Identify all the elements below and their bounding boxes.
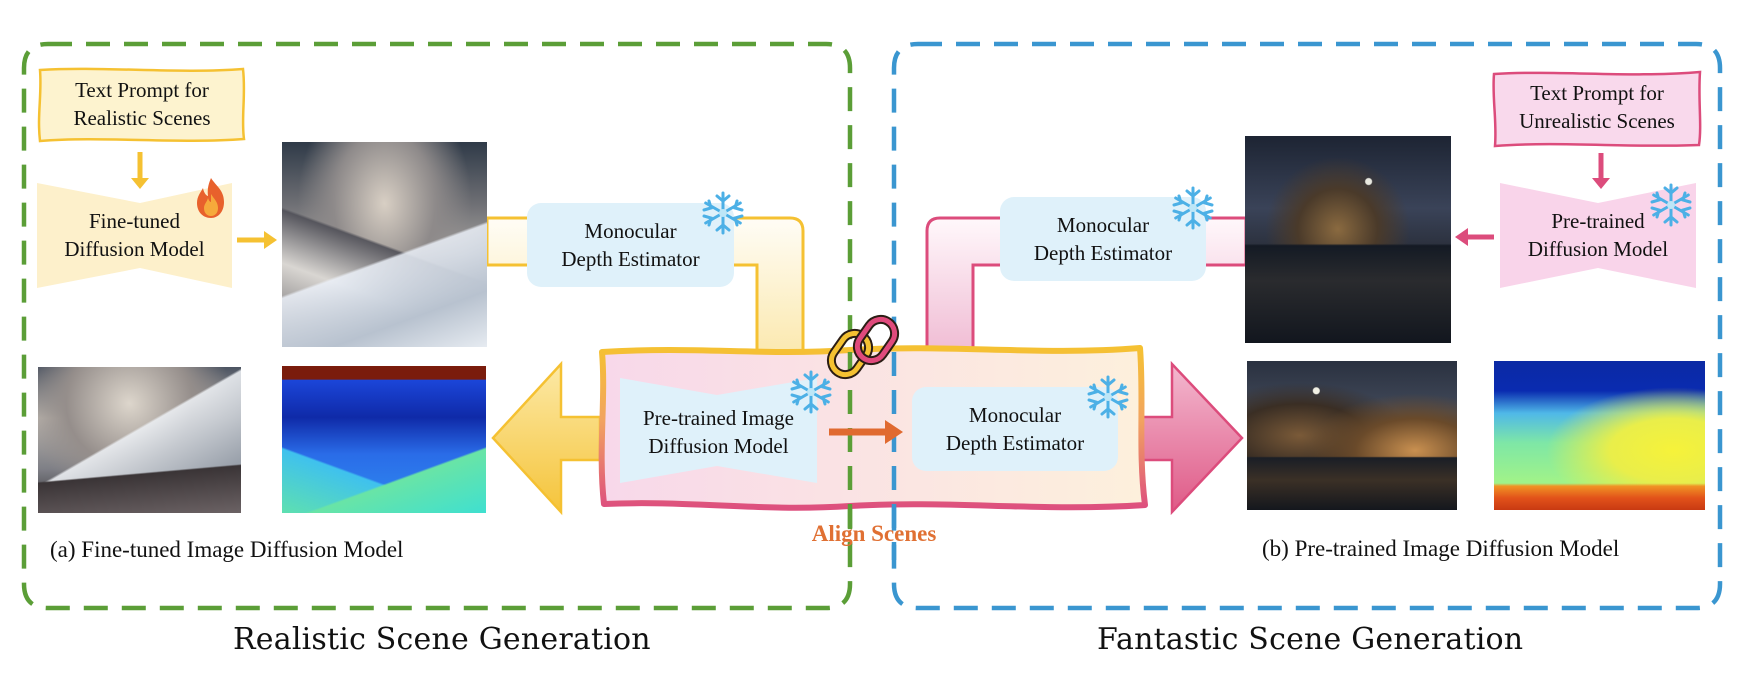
snowflake-icon (1650, 183, 1692, 227)
castle-photo (1247, 361, 1457, 510)
center-model-line1: Pre-trained Image (642, 406, 794, 430)
realistic-prompt-line2: Realistic Scenes (73, 106, 211, 130)
fantastic-model-label: Pre-trained Diffusion Model (1500, 207, 1696, 263)
mountain-depth-map (282, 366, 486, 513)
fantastic-depth-label: Monocular Depth Estimator (1000, 211, 1206, 267)
center-depth-label: Monocular Depth Estimator (912, 401, 1118, 457)
fantastic-prompt-box (1492, 70, 1702, 148)
realistic-depth-label: Monocular Depth Estimator (527, 217, 734, 273)
realistic-model-line1: Fine-tuned (89, 209, 180, 233)
fantastic-model-line1: Pre-trained (1551, 209, 1645, 233)
fantastic-model-shape (1500, 183, 1696, 288)
fantastic-caption: (b) Pre-trained Image Diffusion Model (1262, 536, 1620, 561)
center-depth-estimator-box (912, 387, 1118, 471)
arrowhead (1455, 228, 1468, 246)
snowflake-icon (790, 370, 832, 414)
arrowhead (885, 420, 903, 444)
fantastic-depth-estimator-box (1000, 197, 1206, 281)
output-arrow-left (491, 360, 602, 516)
fantastic-depth-line1: Monocular (1056, 213, 1150, 237)
fantastic-model-line2: Diffusion Model (1527, 237, 1669, 261)
realistic-depth-line1: Monocular (584, 219, 677, 243)
realistic-frame (21, 41, 853, 611)
castle-depth-map (1494, 361, 1705, 510)
generated-castle-image (1245, 136, 1451, 343)
realistic-depth-estimator-box (527, 203, 734, 287)
fantastic-depth-line2: Depth Estimator (1033, 241, 1173, 265)
realistic-prompt-text: Text Prompt for Realistic Scenes (40, 76, 244, 132)
align-scenes-label: Align Scenes (811, 521, 937, 546)
realistic-depth-line2: Depth Estimator (561, 247, 700, 271)
snowflake-icon (1172, 186, 1214, 230)
output-arrow-right (1140, 360, 1244, 516)
fantastic-prompt-text: Text Prompt for Unrealistic Scenes (1494, 79, 1700, 135)
arrowhead (1592, 178, 1610, 189)
fantastic-section-title: Fantastic Scene Generation (1097, 622, 1524, 657)
realistic-caption: (a) Fine-tuned Image Diffusion Model (50, 537, 404, 562)
snowflake-icon (1087, 375, 1129, 419)
center-depth-line1: Monocular (968, 403, 1062, 427)
arrowhead (131, 178, 149, 189)
center-model-line2: Diffusion Model (648, 434, 789, 458)
arrowhead (264, 231, 277, 249)
center-model-shape (620, 378, 817, 483)
realistic-section-title: Realistic Scene Generation (233, 622, 651, 657)
realistic-model-shape (37, 183, 232, 288)
center-depth-line2: Depth Estimator (945, 431, 1085, 455)
center-model-label: Pre-trained Image Diffusion Model (616, 404, 821, 460)
fire-icon (197, 178, 224, 218)
chain-link-icon (826, 314, 900, 380)
fantastic-prompt-line1: Text Prompt for (1530, 81, 1664, 105)
realistic-prompt-box (37, 67, 246, 143)
snowflake-icon (702, 191, 744, 235)
realistic-prompt-line1: Text Prompt for (75, 78, 209, 102)
fantastic-frame (891, 41, 1723, 611)
realistic-model-line2: Diffusion Model (64, 237, 205, 261)
fantastic-prompt-line2: Unrealistic Scenes (1519, 109, 1675, 133)
generated-mountain-image (282, 142, 487, 347)
mountain-photo (38, 367, 241, 513)
realistic-model-label: Fine-tuned Diffusion Model (37, 207, 232, 263)
